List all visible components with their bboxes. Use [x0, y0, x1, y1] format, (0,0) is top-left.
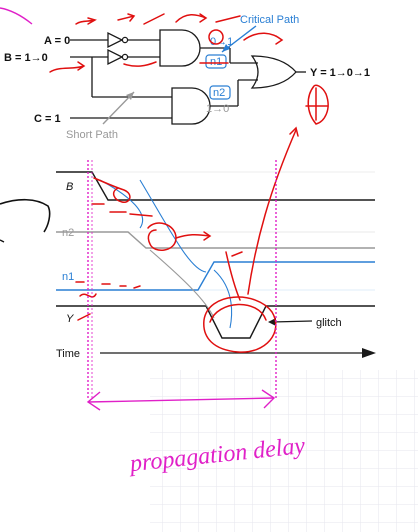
signal-n2-label: n2	[62, 227, 74, 239]
signal-y-label: Y	[66, 313, 74, 325]
n1-box	[205, 54, 227, 69]
propagation-delay-arrow	[87, 397, 275, 403]
signal-n1-label: n1	[62, 271, 74, 283]
signal-y-waveform	[56, 305, 375, 339]
causality-arrow-b-n1	[139, 179, 207, 273]
node-n2-label: n2	[213, 87, 225, 99]
and-gate-1	[159, 29, 201, 67]
signal-n1-waveform	[56, 261, 375, 291]
black-bracket-mark	[0, 198, 51, 233]
magenta-annotations	[0, 7, 277, 411]
circuit-schematic	[70, 29, 306, 125]
output-y-label: Y = 1→0→1	[310, 67, 370, 79]
red-pen-annotations	[49, 13, 329, 353]
timing-diagram	[56, 171, 376, 358]
signal-b-waveform	[56, 171, 375, 201]
glitch-label: glitch	[316, 317, 342, 329]
inverter-a	[107, 31, 124, 49]
short-path-label: Short Path	[66, 129, 118, 141]
or-gate	[250, 55, 297, 89]
input-a-label: A = 0	[44, 35, 70, 47]
notebook-grid	[150, 370, 418, 532]
causality-arrow-n1-y	[213, 269, 233, 329]
input-b-label: B = 1→0	[4, 52, 48, 64]
n2-transition-label: 1→0	[206, 103, 229, 115]
and-gate-2	[171, 87, 211, 125]
signal-b-label: B	[66, 181, 73, 193]
n2-box	[209, 85, 231, 100]
input-c-label: C = 1	[34, 113, 61, 125]
time-label: Time	[56, 348, 80, 360]
causality-arrow-b-n2	[99, 179, 143, 229]
causality-arrow-n2-y	[149, 249, 215, 319]
signal-n2-waveform	[56, 231, 375, 249]
node-n1-label: n1	[210, 56, 222, 68]
glitch-pointer	[271, 320, 313, 323]
inverter-b	[107, 48, 124, 66]
critical-path-label: Critical Path	[240, 14, 299, 26]
